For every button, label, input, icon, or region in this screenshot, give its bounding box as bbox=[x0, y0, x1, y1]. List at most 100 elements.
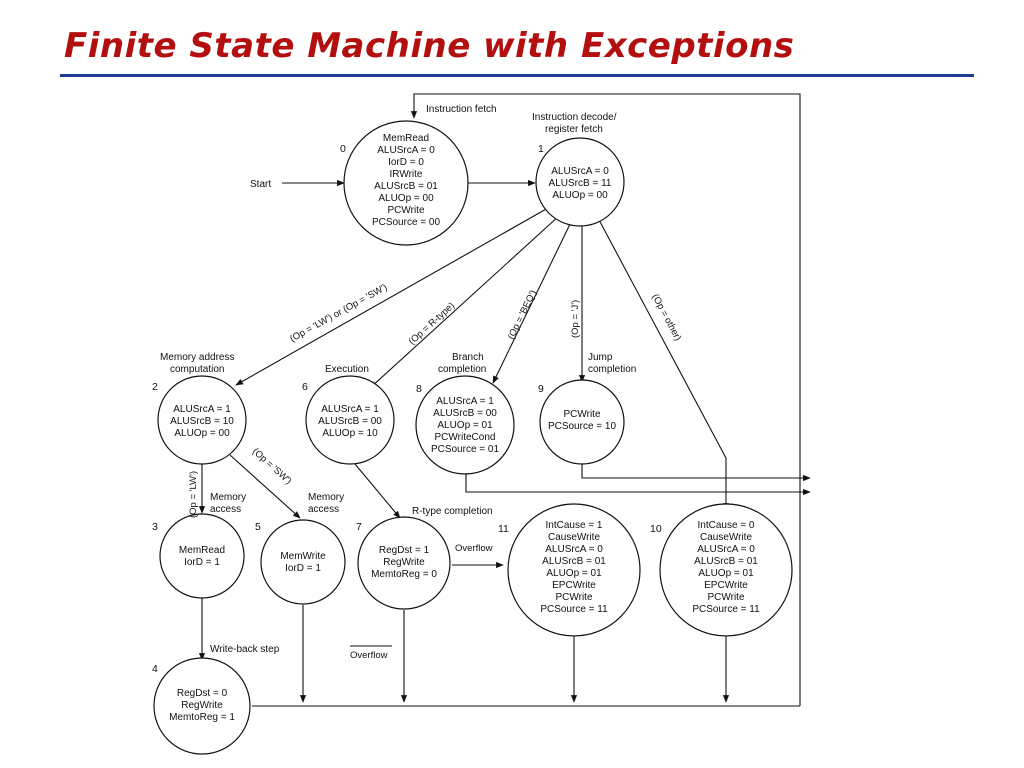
state-line: RegDst = 0 bbox=[177, 688, 228, 699]
state-group-label: R-type completion bbox=[412, 506, 493, 517]
state-8: 8 Branch completion ALUSrcA = 1 ALUSrcB … bbox=[415, 352, 515, 475]
start-label: Start bbox=[250, 179, 271, 190]
state-line: ALUSrcA = 0 bbox=[545, 544, 603, 555]
edge-1-to-8 bbox=[492, 219, 573, 384]
state-line: ALUSrcA = 1 bbox=[436, 396, 494, 407]
state-line: MemRead bbox=[383, 133, 429, 144]
state-line: ALUSrcA = 0 bbox=[551, 166, 609, 177]
state-line: MemWrite bbox=[280, 551, 326, 562]
state-line: RegDst = 1 bbox=[379, 545, 430, 556]
state-line: PCWriteCond bbox=[435, 432, 496, 443]
state-number: 3 bbox=[152, 521, 158, 533]
state-line: ALUSrcB = 01 bbox=[542, 556, 606, 567]
state-line: PCSource = 11 bbox=[692, 604, 760, 615]
state-line: PCSource = 01 bbox=[431, 444, 500, 455]
state-group-label: Jump bbox=[588, 352, 613, 363]
state-5: 5 Memory access MemWrite IorD = 1 bbox=[255, 492, 346, 605]
state-line: ALUSrcA = 1 bbox=[321, 404, 379, 415]
state-2: 2 Memory address computation ALUSrcA = 1… bbox=[152, 352, 247, 465]
state-line: ALUSrcB = 11 bbox=[549, 178, 612, 189]
state-group-label: Memory address bbox=[160, 352, 234, 363]
state-line: ALUOp = 01 bbox=[437, 420, 493, 431]
state-line: ALUSrcB = 01 bbox=[694, 556, 758, 567]
state-line: IRWrite bbox=[390, 169, 423, 180]
state-line: EPCWrite bbox=[704, 580, 748, 591]
state-line: ALUOp = 01 bbox=[698, 568, 754, 579]
state-number: 0 bbox=[340, 143, 346, 155]
state-group-label: computation bbox=[170, 364, 224, 375]
state-line: ALUSrcB = 01 bbox=[374, 181, 438, 192]
state-line: ALUOp = 10 bbox=[322, 428, 378, 439]
state-line: IntCause = 0 bbox=[698, 520, 755, 531]
state-line: RegWrite bbox=[383, 557, 425, 568]
state-line: IntCause = 1 bbox=[546, 520, 603, 531]
state-line: PCSource = 11 bbox=[540, 604, 608, 615]
condition-j: (Op = 'J') bbox=[570, 300, 581, 338]
state-line: ALUSrcB = 10 bbox=[170, 416, 234, 427]
state-line: PCSource = 00 bbox=[372, 217, 441, 228]
state-number: 6 bbox=[302, 381, 308, 393]
condition-not-overflow: Overflow bbox=[350, 650, 388, 661]
state-group-label: Memory bbox=[210, 492, 246, 503]
state-line: PCSource = 10 bbox=[548, 421, 617, 432]
state-number: 8 bbox=[416, 383, 422, 395]
state-line: ALUOp = 01 bbox=[546, 568, 602, 579]
state-group-label: Instruction decode/ bbox=[532, 112, 617, 123]
edge-1-to-6 bbox=[369, 214, 561, 389]
state-line: PCWrite bbox=[555, 592, 592, 603]
condition-sw: (Op = 'SW') bbox=[250, 446, 294, 487]
state-line: PCWrite bbox=[563, 409, 600, 420]
state-number: 10 bbox=[650, 523, 662, 535]
state-6: 6 Execution ALUSrcA = 1 ALUSrcB = 00 ALU… bbox=[302, 364, 395, 465]
state-line: ALUSrcA = 0 bbox=[377, 145, 435, 156]
state-4: 4 Write-back step RegDst = 0 RegWrite Me… bbox=[152, 644, 280, 755]
state-7: 7 R-type completion RegDst = 1 RegWrite … bbox=[356, 506, 493, 610]
state-line: IorD = 1 bbox=[184, 557, 220, 568]
state-group-label: Write-back step bbox=[210, 644, 280, 655]
state-group-label: Memory bbox=[308, 492, 344, 503]
state-line: ALUSrcB = 00 bbox=[433, 408, 497, 419]
state-line: ALUSrcA = 1 bbox=[173, 404, 231, 415]
edge-1-to-10 bbox=[597, 217, 730, 511]
state-line: EPCWrite bbox=[552, 580, 596, 591]
state-group-label: Branch bbox=[452, 352, 484, 363]
state-line: CauseWrite bbox=[700, 532, 752, 543]
condition-lw-sw: (Op = 'LW') or (Op = 'SW') bbox=[288, 282, 389, 345]
state-number: 7 bbox=[356, 521, 362, 533]
state-group-label: completion bbox=[438, 364, 486, 375]
page-title: Finite State Machine with Exceptions bbox=[64, 26, 795, 66]
state-number: 11 bbox=[498, 523, 509, 535]
state-group-label: Execution bbox=[325, 364, 369, 375]
condition-lw: (Op = 'LW') bbox=[188, 471, 199, 518]
condition-beq: (Op = 'BEQ') bbox=[506, 288, 539, 341]
state-line: MemRead bbox=[179, 545, 225, 556]
state-line: IorD = 1 bbox=[285, 563, 321, 574]
state-number: 1 bbox=[538, 143, 544, 155]
state-number: 2 bbox=[152, 381, 158, 393]
state-line: ALUSrcB = 00 bbox=[318, 416, 382, 427]
state-number: 5 bbox=[255, 521, 261, 533]
state-11: 11 IntCause = 1 CauseWrite ALUSrcA = 0 A… bbox=[498, 503, 641, 637]
edge-9-to-return bbox=[581, 462, 811, 482]
state-line: ALUOp = 00 bbox=[378, 193, 434, 204]
state-number: 9 bbox=[538, 383, 544, 395]
edge-return-to-0 bbox=[410, 93, 801, 706]
edge-1-to-2 bbox=[235, 207, 549, 386]
state-group-label: access bbox=[210, 504, 241, 515]
state-line: CauseWrite bbox=[548, 532, 600, 543]
condition-rtype: (Op = R-type) bbox=[407, 300, 457, 347]
edge-6-to-7 bbox=[349, 457, 401, 519]
state-line: PCWrite bbox=[387, 205, 424, 216]
state-10: 10 IntCause = 0 CauseWrite ALUSrcA = 0 A… bbox=[650, 503, 793, 637]
state-0: 0 Instruction fetch MemRead ALUSrcA = 0 … bbox=[340, 104, 497, 246]
state-line: PCWrite bbox=[707, 592, 744, 603]
state-number: 4 bbox=[152, 663, 158, 675]
state-line: ALUSrcA = 0 bbox=[697, 544, 755, 555]
state-1: 1 Instruction decode/ register fetch ALU… bbox=[532, 112, 625, 227]
condition-other: (Op = other) bbox=[649, 292, 683, 343]
state-line: ALUOp = 00 bbox=[552, 190, 608, 201]
title-underline bbox=[60, 74, 974, 77]
state-line: MemtoReg = 1 bbox=[169, 712, 235, 723]
edge-2-to-5 bbox=[229, 454, 301, 519]
